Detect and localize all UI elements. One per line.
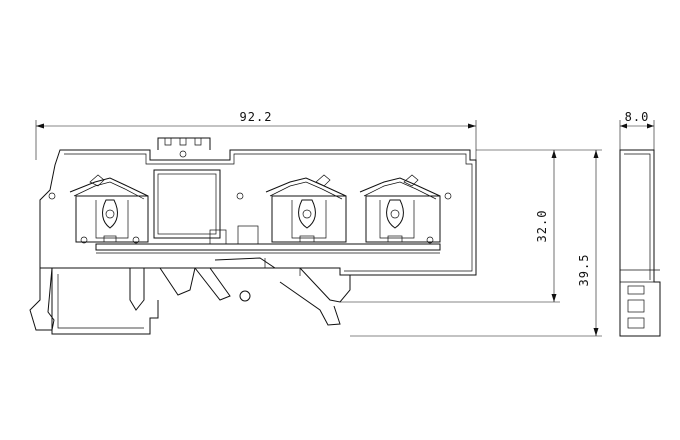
front-view <box>29 137 477 335</box>
mount-hole <box>132 236 140 244</box>
mount-hole <box>236 192 244 200</box>
spring-clamp-2 <box>265 174 347 243</box>
dimension-overall-height: 39.5 <box>350 149 602 337</box>
dimension-overall-width: 92.2 <box>35 110 477 160</box>
mount-hole <box>444 192 452 200</box>
mount-hole <box>426 236 434 244</box>
busbar <box>95 243 441 251</box>
spring-clamp-1 <box>69 174 149 243</box>
mount-hole <box>48 192 56 200</box>
mount-hole <box>80 236 88 244</box>
housing-inner-outline <box>64 153 473 272</box>
center-window <box>153 169 221 239</box>
dimension-inner-height: 32.0 <box>340 149 560 303</box>
dimension-label: 39.5 <box>577 254 591 287</box>
dimension-label: 8.0 <box>625 110 650 124</box>
top-slot-feature <box>157 137 211 158</box>
housing-outline <box>39 149 477 276</box>
dimension-side-width: 8.0 <box>619 110 655 150</box>
side-view <box>619 149 661 337</box>
din-rail-foot <box>29 257 351 335</box>
dimension-label: 92.2 <box>240 110 273 124</box>
spring-clamp-3 <box>359 174 441 243</box>
dimension-label: 32.0 <box>535 210 549 243</box>
